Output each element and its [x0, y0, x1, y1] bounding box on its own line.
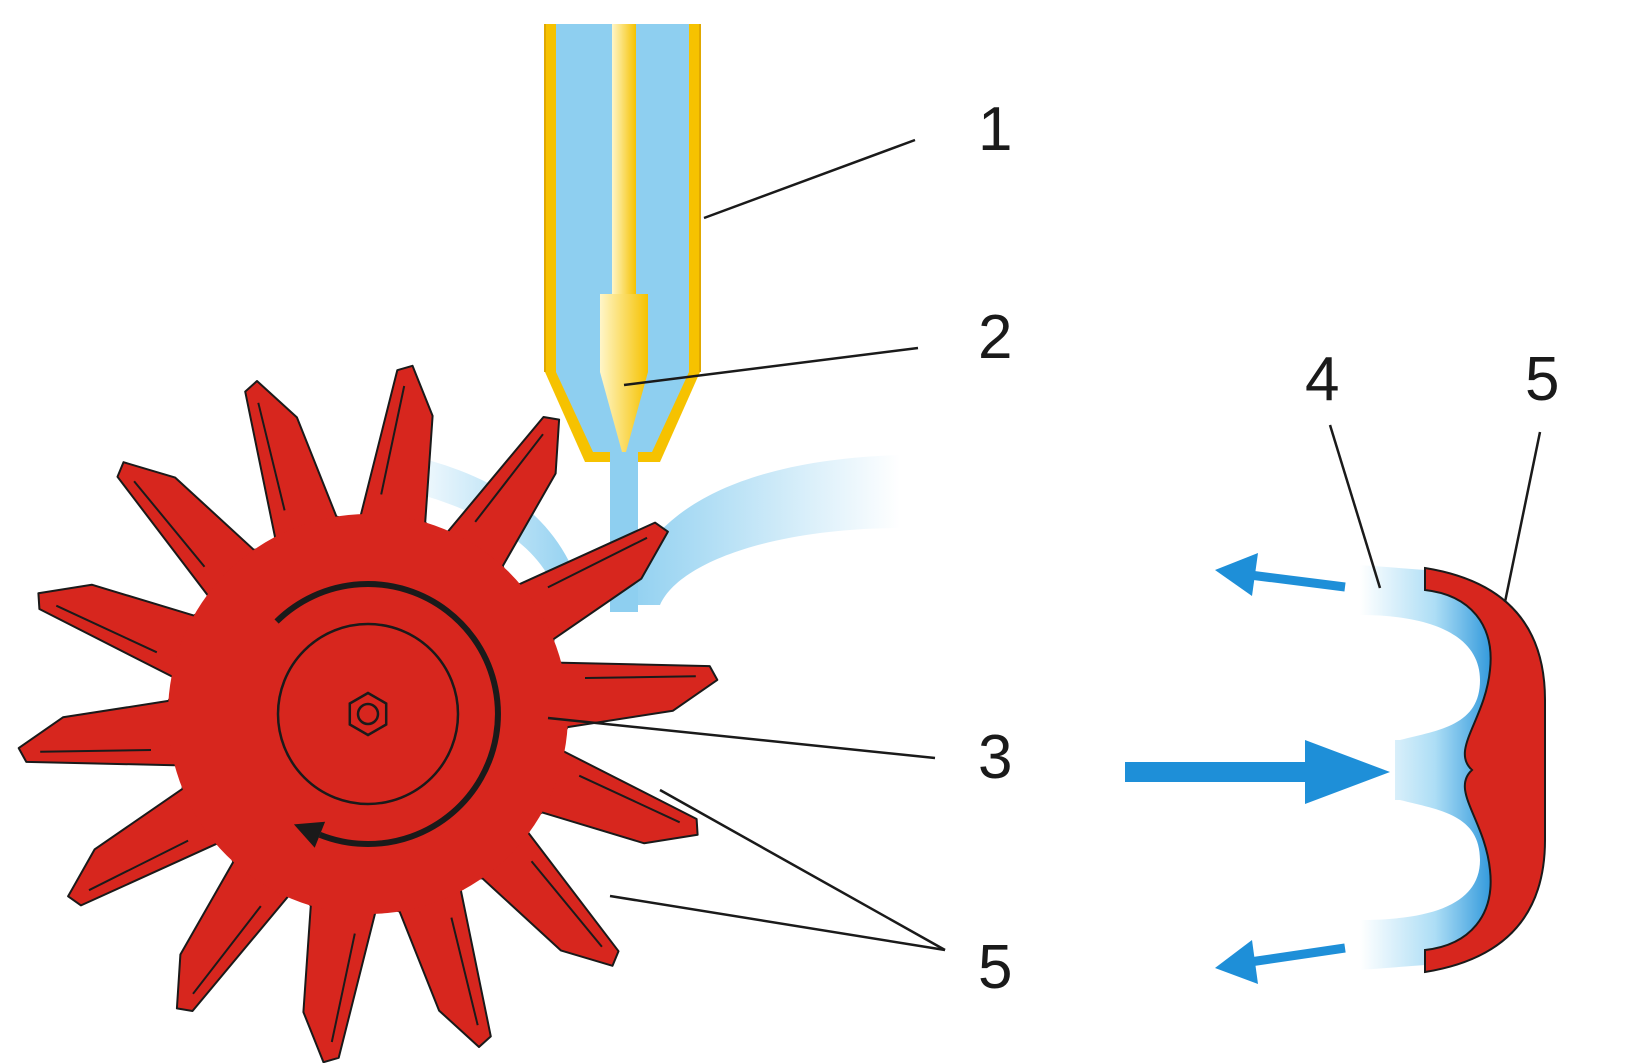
- bucket-edge: [547, 536, 648, 589]
- deflected-water-right: [622, 455, 900, 605]
- outgoing-water-arrow-top-icon: [1215, 553, 1346, 596]
- bucket-edge: [380, 385, 406, 495]
- pelton-wheel: [17, 364, 719, 1063]
- wheel-hub-ring: [276, 622, 460, 806]
- bucket-edge: [474, 433, 544, 523]
- label-jet: 2: [978, 303, 1012, 372]
- bucket-edge: [55, 604, 158, 654]
- bucket-edge: [40, 749, 152, 753]
- rotation-arrow-head-icon: [293, 821, 326, 848]
- deflected-water-left: [395, 452, 585, 605]
- leader-lines: [547, 138, 1542, 952]
- bucket-edge: [584, 675, 696, 679]
- bucket-edge: [530, 860, 603, 948]
- label-bucket-detail: 5: [1525, 345, 1559, 414]
- bucket-detail: [1125, 553, 1546, 984]
- hex-nut-icon: [348, 691, 388, 737]
- label-buckets: 5: [978, 933, 1012, 1002]
- bucket-edge: [133, 480, 206, 568]
- bucket-edge: [192, 905, 262, 995]
- bucket-edge: [578, 774, 681, 824]
- incoming-water-arrow-icon: [1125, 740, 1390, 804]
- bucket-edge: [450, 917, 479, 1026]
- rotation-arrow-icon: [274, 581, 501, 847]
- hex-nut-hole: [356, 702, 380, 726]
- outgoing-water-arrow-bottom-icon: [1215, 940, 1346, 984]
- label-nozzle: 1: [978, 95, 1012, 164]
- bucket-edge: [330, 933, 356, 1043]
- nozzle: [544, 24, 701, 462]
- label-water-film: 4: [1305, 345, 1339, 414]
- water-film: [1360, 565, 1496, 970]
- bucket-edge: [257, 402, 286, 511]
- bucket-edge: [88, 839, 189, 892]
- label-wheel: 3: [978, 723, 1012, 792]
- bucket-body: [1424, 566, 1546, 974]
